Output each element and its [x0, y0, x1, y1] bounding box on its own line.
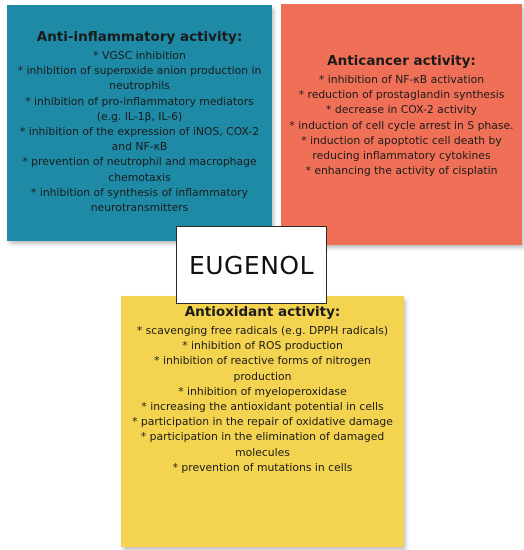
antioxidant-item: * inhibition of myeloperoxidase — [178, 384, 347, 398]
antioxidant-box: Antioxidant activity: * scavenging free … — [121, 296, 404, 547]
antioxidant-item: * inhibition of ROS production — [182, 339, 343, 353]
anticancer-item: * induction of cell cycle arrest in S ph… — [289, 118, 514, 132]
anti-inflammatory-list: * VGSC inhibition * inhibition of supero… — [15, 48, 264, 215]
anticancer-item: * reduction of prostaglandin synthesis — [298, 88, 505, 102]
anti-inflammatory-item: * prevention of neutrophil and macrophag… — [22, 155, 257, 184]
antioxidant-item: * increasing the antioxidant potential i… — [141, 400, 384, 414]
anticancer-title: Anticancer activity: — [327, 53, 476, 69]
anti-inflammatory-item: * inhibition of the expression of iNOS, … — [19, 125, 260, 154]
antioxidant-item: * inhibition of reactive forms of nitrog… — [154, 354, 371, 383]
anti-inflammatory-title: Anti-inflammatory activity: — [36, 29, 243, 45]
antioxidant-item: * participation in the repair of oxidati… — [132, 415, 393, 429]
anticancer-item: * enhancing the activity of cisplatin — [305, 164, 498, 178]
anti-inflammatory-box: Anti-inflammatory activity: * VGSC inhib… — [7, 5, 272, 241]
antioxidant-item: * scavenging free radicals (e.g. DPPH ra… — [136, 324, 389, 337]
antioxidant-item: * participation in the elimination of da… — [140, 430, 385, 459]
eugenol-center-label: EUGENOL — [176, 226, 327, 304]
anti-inflammatory-item: * VGSC inhibition — [93, 49, 186, 62]
anticancer-item: * induction of apoptotic cell death by r… — [301, 133, 502, 163]
antioxidant-item: * prevention of mutations in cells — [172, 460, 353, 474]
anticancer-item: * inhibition of NF-κB activation — [318, 73, 485, 86]
anti-inflammatory-item: * inhibition of pro-inflammatory mediato… — [25, 94, 254, 123]
anti-inflammatory-item: * inhibition of superoxide anion product… — [17, 64, 262, 93]
anticancer-box: Anticancer activity: * inhibition of NF-… — [281, 4, 522, 245]
antioxidant-title: Antioxidant activity: — [184, 304, 341, 320]
anti-inflammatory-item: * inhibition of synthesis of inflammator… — [31, 185, 248, 215]
anticancer-item: * decrease in COX-2 activity — [326, 103, 477, 117]
anticancer-list: * inhibition of NF-κB activation * reduc… — [287, 72, 516, 178]
antioxidant-list: * scavenging free radicals (e.g. DPPH ra… — [127, 323, 398, 475]
